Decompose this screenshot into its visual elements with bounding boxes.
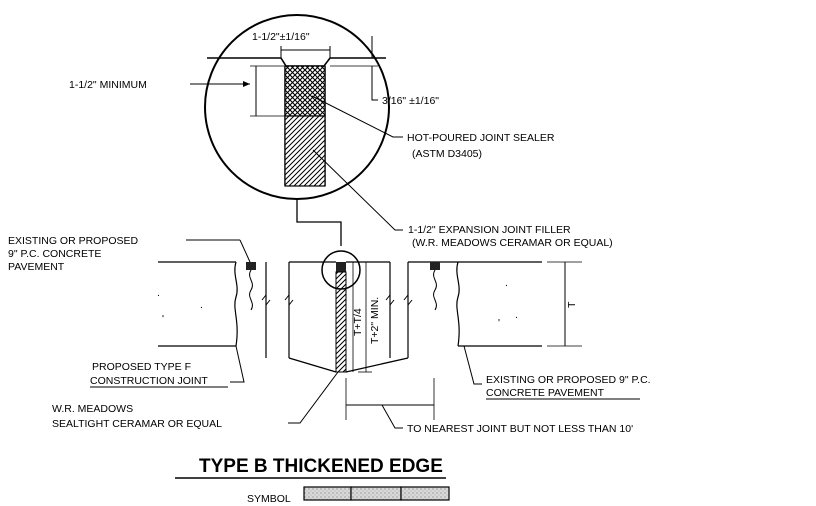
sealer-left — [246, 262, 256, 270]
existing-right-1: EXISTING OR PROPOSED 9" P.C. — [486, 374, 651, 386]
top-dimension-label: 1-1/2"±1/16" — [252, 31, 310, 43]
svg-text:': ' — [498, 317, 500, 329]
enlarged-detail: 1-1/2"±1/16" 1-1/2" MINIMUM 3/16" ±1/16"… — [69, 14, 613, 249]
svg-text:.: . — [515, 309, 518, 321]
existing-left-2: 9" P.C. CONCRETE — [8, 248, 101, 260]
svg-text:.: . — [157, 287, 160, 299]
existing-left-1: EXISTING OR PROPOSED — [8, 235, 139, 247]
meadows-1: W.R. MEADOWS — [52, 403, 133, 415]
pavement-section: . ' . T+T/4 T+2" MIN. — [157, 250, 633, 435]
svg-text:': ' — [162, 313, 164, 325]
existing-right-2: CONCRETE PAVEMENT — [486, 387, 605, 399]
t-label: T — [566, 301, 578, 308]
svg-text:.: . — [505, 277, 508, 289]
small-detail-circle — [321, 250, 361, 290]
joint-filler — [284, 115, 326, 187]
detail-connector — [296, 199, 342, 246]
svg-text:.: . — [200, 299, 203, 311]
proposed-type-2: CONSTRUCTION JOINT — [90, 375, 208, 387]
symbol-swatch-1 — [303, 486, 352, 501]
surface-line — [207, 57, 386, 67]
nearest-joint-label: TO NEAREST JOINT BUT NOT LESS THAN 10' — [407, 423, 633, 435]
filler-label-1: 1-1/2" EXPANSION JOINT FILLER — [408, 224, 571, 236]
sealer-label-2: (ASTM D3405) — [412, 148, 482, 160]
recess-label: 3/16" ±1/16" — [382, 95, 439, 107]
minimum-label: 1-1/2" MINIMUM — [69, 79, 147, 91]
filler-center — [335, 271, 347, 373]
meadows-2: SEALTIGHT CERAMAR OR EQUAL — [52, 418, 222, 430]
proposed-type-1: PROPOSED TYPE F — [92, 361, 191, 373]
sealer-center — [336, 262, 346, 272]
symbol-swatch-2 — [350, 486, 402, 501]
joint-sealer — [284, 65, 326, 117]
t-plus-2-label: T+2" MIN. — [369, 297, 381, 344]
drawing-title: TYPE B THICKENED EDGE — [199, 456, 443, 477]
t-plus-quarter-label: T+T/4 — [352, 308, 364, 336]
symbol-swatch-3 — [400, 486, 450, 501]
filler-label-2: (W.R. MEADOWS CERAMAR OR EQUAL) — [412, 237, 613, 249]
symbol-label: SYMBOL — [247, 493, 291, 505]
existing-left-3: PAVEMENT — [8, 261, 65, 273]
sealer-label-1: HOT-POURED JOINT SEALER — [407, 132, 555, 144]
sealer-right — [430, 262, 440, 270]
